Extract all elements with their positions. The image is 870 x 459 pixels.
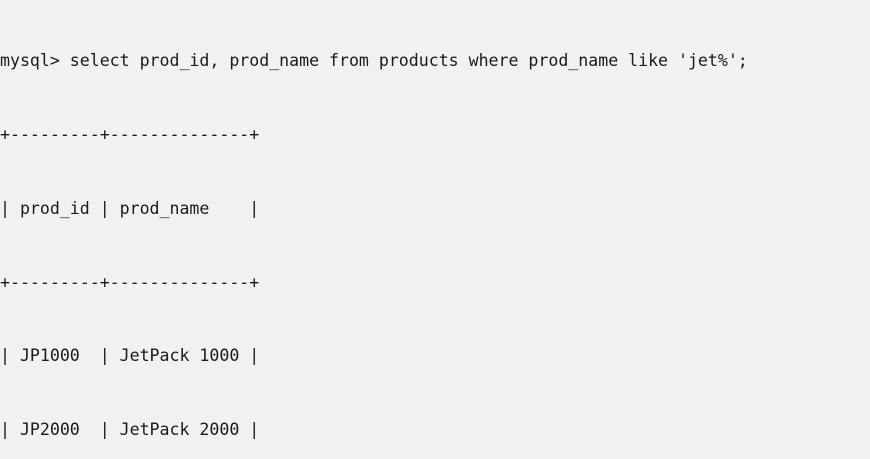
terminal-line-4: +---------+--------------+ bbox=[0, 272, 260, 292]
terminal-line-2: +---------+--------------+ bbox=[0, 124, 260, 144]
terminal-line-1: mysql> select prod_id, prod_name from pr… bbox=[0, 51, 748, 71]
terminal-line-3: | prod_id | prod_name | bbox=[0, 198, 260, 218]
terminal-line-6: | JP2000 | JetPack 2000 | bbox=[0, 420, 260, 440]
terminal-line-5: | JP1000 | JetPack 1000 | bbox=[0, 346, 260, 366]
